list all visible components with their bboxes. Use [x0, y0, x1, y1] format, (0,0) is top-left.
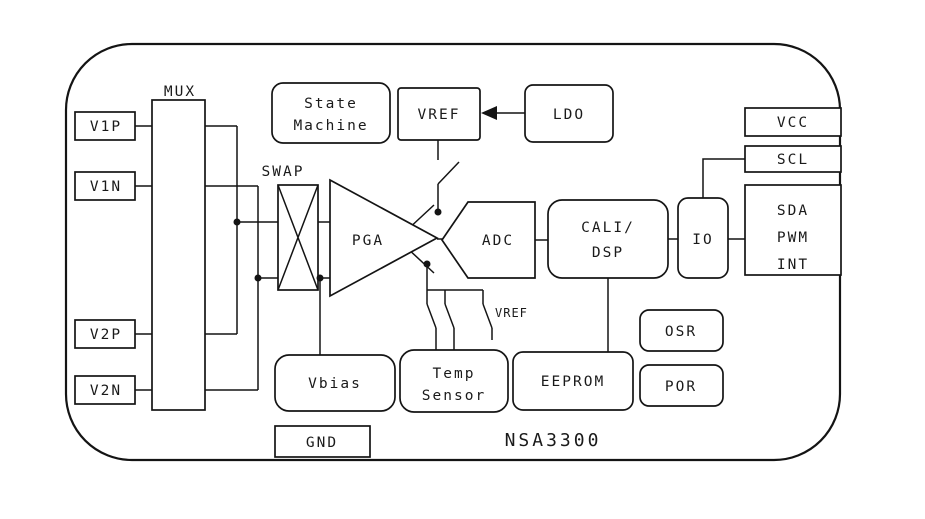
- junction-dot: [423, 260, 431, 268]
- scl-pin-label: SCL: [777, 152, 809, 168]
- ldo-label: LDO: [553, 107, 585, 123]
- eeprom-block: [512, 351, 634, 411]
- swap-cross-icon: [277, 184, 319, 291]
- vref-switch-label: VREF: [495, 306, 528, 320]
- v2p-pin-label: V2P: [90, 327, 122, 343]
- wire-io-to-scl: [702, 158, 745, 198]
- switch-temp1-icon: [426, 303, 437, 329]
- temp-sensor-label-line2: Sensor: [422, 388, 486, 404]
- junction-dot: [233, 218, 241, 226]
- switch-temp2-icon: [444, 303, 455, 329]
- pwm-pin-label: PWM: [777, 230, 809, 246]
- sda-pin-label: SDA: [777, 203, 809, 219]
- cali-dsp-label-line1: CALI/: [581, 220, 635, 236]
- v1n-pin-box: [74, 171, 136, 201]
- v1n-pin-label: V1N: [90, 179, 122, 195]
- pga-amplifier: [329, 178, 439, 298]
- por-block: [639, 364, 724, 407]
- vref-label: VREF: [418, 107, 461, 123]
- part-number: NSA3300: [505, 430, 602, 451]
- vcc-pin-label: VCC: [777, 115, 809, 131]
- gnd-pin-label: GND: [306, 435, 338, 451]
- junction-dot: [434, 208, 442, 216]
- int-pin-label: INT: [777, 257, 809, 273]
- state-machine-label-line1: State: [304, 96, 358, 112]
- v2n-pin-label: V2N: [90, 383, 122, 399]
- osr-label: OSR: [665, 324, 697, 340]
- vcc-pin-box: [744, 107, 842, 137]
- switch-vref-bottom-icon: [482, 303, 493, 329]
- mux-label: MUX: [164, 84, 196, 100]
- io-label: IO: [692, 232, 713, 248]
- junction-dot: [254, 274, 262, 282]
- gnd-pin-box: [274, 425, 371, 458]
- v1p-pin-label: V1P: [90, 119, 122, 135]
- scl-pin-box: [744, 145, 842, 173]
- temp-sensor-label-line1: Temp: [433, 366, 476, 382]
- state-machine-block: [271, 82, 391, 144]
- v2p-pin-box: [74, 319, 136, 349]
- cali-dsp-block: [547, 199, 669, 279]
- temp-sensor-block: [399, 349, 509, 413]
- arrowhead-ldo-vref-icon: [481, 106, 497, 120]
- mux-block: [151, 99, 206, 411]
- junction-dot: [316, 274, 324, 282]
- vbias-label: Vbias: [308, 376, 362, 392]
- switch-vref-top-icon: [437, 161, 460, 185]
- pga-label: PGA: [352, 233, 384, 249]
- adc-label: ADC: [482, 233, 514, 249]
- cali-dsp-label-line2: DSP: [592, 245, 624, 261]
- vref-block: [397, 87, 481, 141]
- vbias-block: [274, 354, 396, 412]
- osr-block: [639, 309, 724, 352]
- v1p-pin-box: [74, 111, 136, 141]
- swap-label: SWAP: [262, 164, 305, 180]
- sda-pwm-int-pin-box: [744, 184, 842, 276]
- v2n-pin-box: [74, 375, 136, 405]
- state-machine-label-line2: Machine: [293, 118, 368, 134]
- eeprom-label: EEPROM: [541, 374, 605, 390]
- adc-block: [440, 201, 536, 279]
- ldo-block: [524, 84, 614, 143]
- por-label: POR: [665, 379, 697, 395]
- io-block: [677, 197, 729, 279]
